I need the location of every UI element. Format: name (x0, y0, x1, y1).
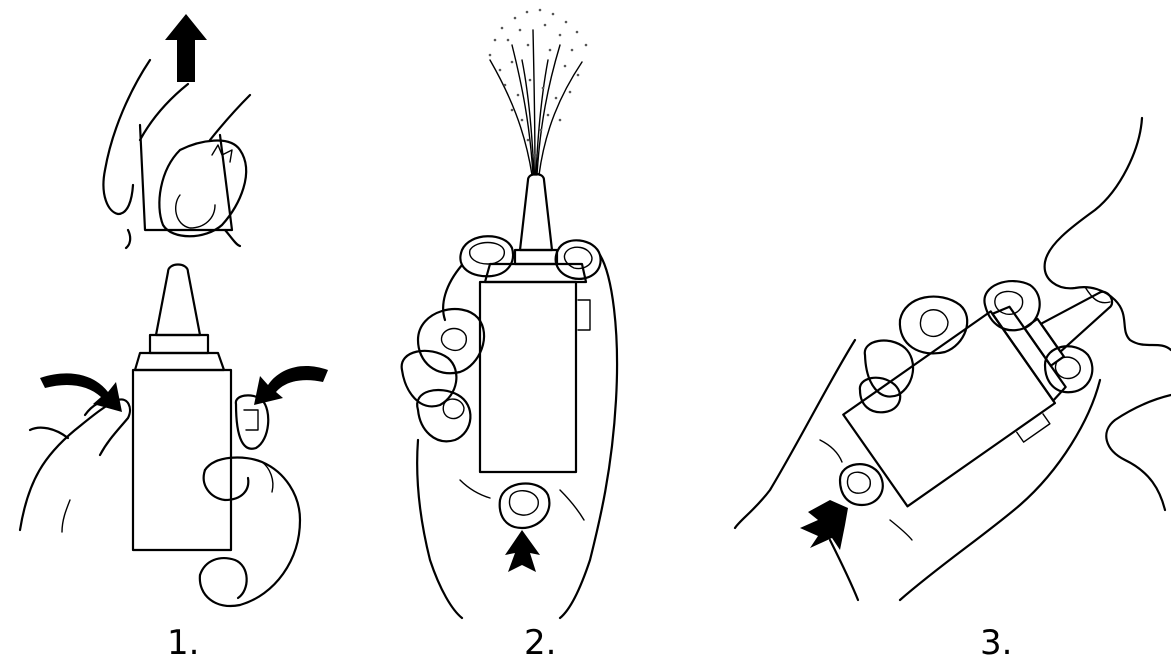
up-arrow-icon (165, 14, 207, 82)
step-3-illustration (735, 118, 1171, 600)
spray-bottle-3 (843, 250, 1150, 518)
right-squeeze-arrow-icon (254, 366, 328, 405)
push-up-arrow-icon (505, 530, 540, 572)
face-profile (1045, 118, 1171, 350)
step-2-number: 2. (524, 625, 556, 661)
step-1-illustration (20, 14, 328, 606)
right-hand-step-1 (200, 395, 300, 606)
spray-mist (489, 9, 588, 175)
hand-removing-cap (103, 60, 250, 248)
spray-bottle-2 (480, 174, 590, 472)
step-3-number: 3. (980, 625, 1012, 661)
step-1-number: 1. (167, 625, 199, 661)
spray-bottle-1 (133, 265, 231, 551)
press-arrow-icon (800, 500, 848, 550)
left-squeeze-arrow-icon (40, 373, 122, 412)
left-hand-step-1 (20, 399, 130, 532)
hand-step-2 (402, 236, 617, 618)
step-2-illustration (402, 9, 617, 618)
